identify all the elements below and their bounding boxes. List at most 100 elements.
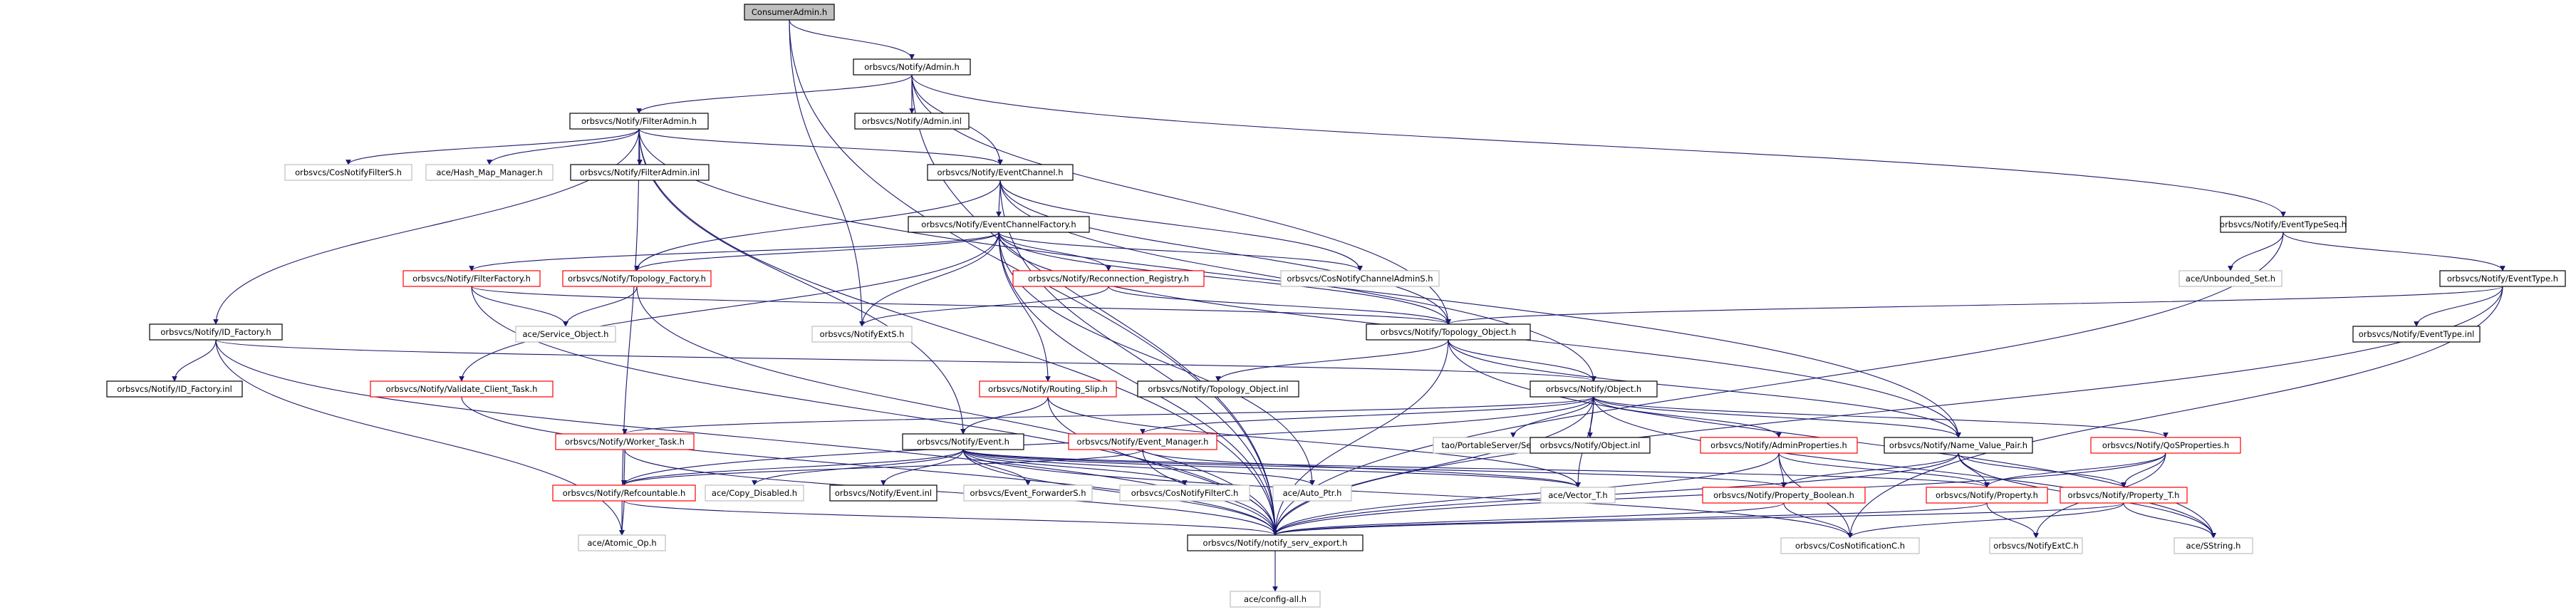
graph-node-orbsvcs-notify-name-value-pair-h[interactable]: orbsvcs/Notify/Name_Value_Pair.h (1884, 437, 2033, 454)
graph-node-orbsvcs-notify-event-inl[interactable]: orbsvcs/Notify/Event.inl (829, 484, 938, 502)
graph-node-orbsvcs-notify-adminproperties-h[interactable]: orbsvcs/Notify/AdminProperties.h (1700, 437, 1858, 454)
include-edge (881, 449, 964, 486)
include-edge (1778, 452, 1990, 488)
graph-node-orbsvcs-notify-event-h[interactable]: orbsvcs/Notify/Event.h (902, 433, 1024, 450)
graph-node-ace-auto-ptr-h[interactable]: ace/Auto_Ptr.h (1272, 484, 1352, 502)
graph-node-ace-unbounded-set-h[interactable]: ace/Unbounded_Set.h (2178, 270, 2282, 287)
graph-node-orbsvcs-event-forwarders-h[interactable]: orbsvcs/Event_ForwarderS.h (963, 484, 1093, 502)
include-edge (1047, 396, 1581, 488)
include-edge (1593, 396, 1782, 438)
node-label: orbsvcs/Notify/AdminProperties.h (1710, 440, 1847, 450)
graph-node-orbsvcs-notify-property-h[interactable]: orbsvcs/Notify/Property.h (1926, 487, 2048, 504)
include-edge (962, 449, 1787, 488)
graph-node-orbsvcs-notify-routing-slip-h[interactable]: orbsvcs/Notify/Routing_Slip.h (979, 380, 1117, 398)
graph-node-orbsvcs-notify-eventtype-h[interactable]: orbsvcs/Notify/EventType.h (2439, 270, 2566, 287)
node-label: orbsvcs/Notify/EventChannelFactory.h (921, 219, 1076, 229)
edge-n2-to-n4 (346, 128, 640, 165)
graph-node-orbsvcs-notify-eventtype-inl[interactable]: orbsvcs/Notify/EventType.inl (2352, 326, 2481, 343)
edge-n41-to-n45 (1272, 502, 1785, 536)
graph-node-orbsvcs-notify-eventchannel-h[interactable]: orbsvcs/Notify/EventChannel.h (927, 164, 1074, 181)
graph-node-orbsvcs-notify-refcountable-h[interactable]: orbsvcs/Notify/Refcountable.h (552, 484, 696, 502)
graph-node-orbsvcs-notify-notify-serv-export-h[interactable]: orbsvcs/Notify/notify_serv_export.h (1187, 534, 1364, 551)
node-box (555, 433, 695, 450)
graph-node-orbsvcs-cosnotifychanneladmins-h[interactable]: orbsvcs/CosNotifyChannelAdminS.h (1280, 270, 1440, 287)
edge-n43-to-n46 (1847, 502, 2124, 539)
graph-node-orbsvcs-cosnotifyfilterc-h[interactable]: orbsvcs/CosNotifyFilterC.h (1119, 484, 1250, 502)
edge-n8-to-n10 (469, 232, 999, 271)
edge-n27-to-n40 (962, 449, 1581, 488)
graph-node-orbsvcs-notify-eventchannelfactory-h[interactable]: orbsvcs/Notify/EventChannelFactory.h (908, 216, 1090, 233)
node-label: orbsvcs/Notify/Topology_Object.h (1381, 327, 1517, 337)
node-box (744, 4, 835, 21)
include-edge (622, 396, 1594, 435)
include-edge (634, 232, 999, 271)
graph-node-orbsvcs-cosnotifyfilters-h[interactable]: orbsvcs/CosNotifyFilterS.h (284, 164, 412, 181)
include-edge (789, 19, 915, 60)
edge-n33-to-n42 (1984, 452, 2166, 488)
graph-node-ace-config-all-h[interactable]: ace/config-all.h (1230, 591, 1321, 608)
graph-node-ace-service-object-h[interactable]: ace/Service_Object.h (515, 326, 616, 343)
edge-n8-to-n13 (998, 232, 1363, 271)
graph-node-orbsvcs-notify-validate-client-task-h[interactable]: orbsvcs/Notify/Validate_Client_Task.h (370, 380, 554, 398)
include-edge (962, 449, 1031, 486)
node-label: orbsvcs/CosNotificationC.h (1795, 541, 1905, 551)
graph-node-orbsvcs-notify-admin-h[interactable]: orbsvcs/Notify/Admin.h (853, 58, 971, 76)
graph-node-consumeradmin-h: ConsumerAdmin.h (744, 4, 835, 21)
node-label: orbsvcs/CosNotifyFilterS.h (295, 167, 402, 177)
graph-node-orbsvcs-notify-reconnection-registry-h[interactable]: orbsvcs/Notify/Reconnection_Registry.h (1012, 270, 1205, 287)
node-box (570, 164, 710, 181)
graph-node-orbsvcs-notify-property-boolean-h[interactable]: orbsvcs/Notify/Property_Boolean.h (1702, 487, 1866, 504)
include-edge (469, 232, 999, 271)
include-edge (2228, 232, 2284, 271)
graph-node-ace-atomic-op-h[interactable]: ace/Atomic_Op.h (578, 534, 666, 551)
include-edge (1510, 396, 1594, 438)
graph-node-orbsvcs-notify-filteradmin-inl[interactable]: orbsvcs/Notify/FilterAdmin.inl (570, 164, 710, 181)
graph-node-orbsvcs-notify-filterfactory-h[interactable]: orbsvcs/Notify/FilterFactory.h (402, 270, 541, 287)
graph-node-orbsvcs-notify-eventtypeseq-h[interactable]: orbsvcs/Notify/EventTypeSeq.h (2220, 216, 2347, 233)
graph-node-orbsvcs-notifyextc-h[interactable]: orbsvcs/NotifyExtC.h (1989, 537, 2083, 554)
include-edge (1142, 449, 1581, 488)
node-box (1700, 437, 1858, 454)
node-label: orbsvcs/Notify/FilterAdmin.h (581, 116, 697, 126)
node-label: orbsvcs/Notify/Name_Value_Pair.h (1889, 440, 2027, 450)
node-box (1272, 484, 1352, 502)
graph-node-orbsvcs-notify-topology-object-h[interactable]: orbsvcs/Notify/Topology_Object.h (1366, 323, 1531, 341)
edge-n27-to-n42 (962, 449, 1990, 488)
graph-node-ace-vector-t-h[interactable]: ace/Vector_T.h (1540, 487, 1616, 504)
include-edge (638, 128, 1278, 536)
graph-node-ace-sstring-h[interactable]: ace/SString.h (2174, 537, 2253, 554)
graph-node-orbsvcs-notifyexts-h[interactable]: orbsvcs/NotifyExtS.h (811, 326, 913, 343)
include-edge (1984, 452, 2166, 488)
node-label: orbsvcs/NotifyExtC.h (1993, 541, 2079, 551)
graph-node-orbsvcs-notify-object-h[interactable]: orbsvcs/Notify/Object.h (1530, 380, 1658, 398)
graph-node-orbsvcs-notify-event-manager-h[interactable]: orbsvcs/Notify/Event_Manager.h (1068, 433, 1217, 450)
node-box (2178, 270, 2282, 287)
include-edge (619, 128, 640, 536)
graph-node-orbsvcs-notify-id-factory-h[interactable]: orbsvcs/Notify/ID_Factory.h (149, 323, 283, 341)
node-box (1884, 437, 2033, 454)
node-box (1780, 537, 1920, 554)
graph-node-orbsvcs-notify-object-inl[interactable]: orbsvcs/Notify/Object.inl (1530, 437, 1651, 454)
graph-node-orbsvcs-notify-topology-object-inl[interactable]: orbsvcs/Notify/Topology_Object.inl (1137, 380, 1299, 398)
graph-node-orbsvcs-notify-filteradmin-h[interactable]: orbsvcs/Notify/FilterAdmin.h (569, 113, 709, 130)
graph-node-orbsvcs-notify-admin-inl[interactable]: orbsvcs/Notify/Admin.inl (854, 113, 970, 130)
node-box (1012, 270, 1205, 287)
graph-node-orbsvcs-notify-property-t-h[interactable]: orbsvcs/Notify/Property_T.h (2060, 487, 2188, 504)
graph-node-orbsvcs-notify-id-factory-inl[interactable]: orbsvcs/Notify/ID_Factory.inl (106, 380, 243, 398)
graph-node-ace-copy-disabled-h[interactable]: ace/Copy_Disabled.h (705, 484, 804, 502)
node-label: orbsvcs/Notify/FilterAdmin.inl (580, 167, 700, 177)
node-box (1280, 270, 1440, 287)
graph-node-ace-hash-map-manager-h[interactable]: ace/Hash_Map_Manager.h (425, 164, 554, 181)
node-box (1530, 437, 1651, 454)
graph-node-orbsvcs-notify-topology-factory-h[interactable]: orbsvcs/Notify/Topology_Factory.h (562, 270, 712, 287)
edge-n2-to-n44 (619, 128, 640, 536)
edge-n34-to-n45 (623, 500, 1278, 536)
graph-node-orbsvcs-notify-worker-task-h[interactable]: orbsvcs/Notify/Worker_Task.h (555, 433, 695, 450)
edge-n2-to-n7 (638, 128, 1003, 165)
include-edge (1215, 339, 1449, 382)
graph-node-orbsvcs-cosnotificationc-h[interactable]: orbsvcs/CosNotificationC.h (1780, 537, 1920, 554)
graph-node-orbsvcs-notify-qosproperties-h[interactable]: orbsvcs/Notify/QoSProperties.h (2090, 437, 2241, 454)
node-label: orbsvcs/Notify/Worker_Task.h (565, 437, 685, 447)
edge-n0-to-n1 (789, 19, 915, 60)
edge-n22-to-n45 (461, 396, 1278, 536)
